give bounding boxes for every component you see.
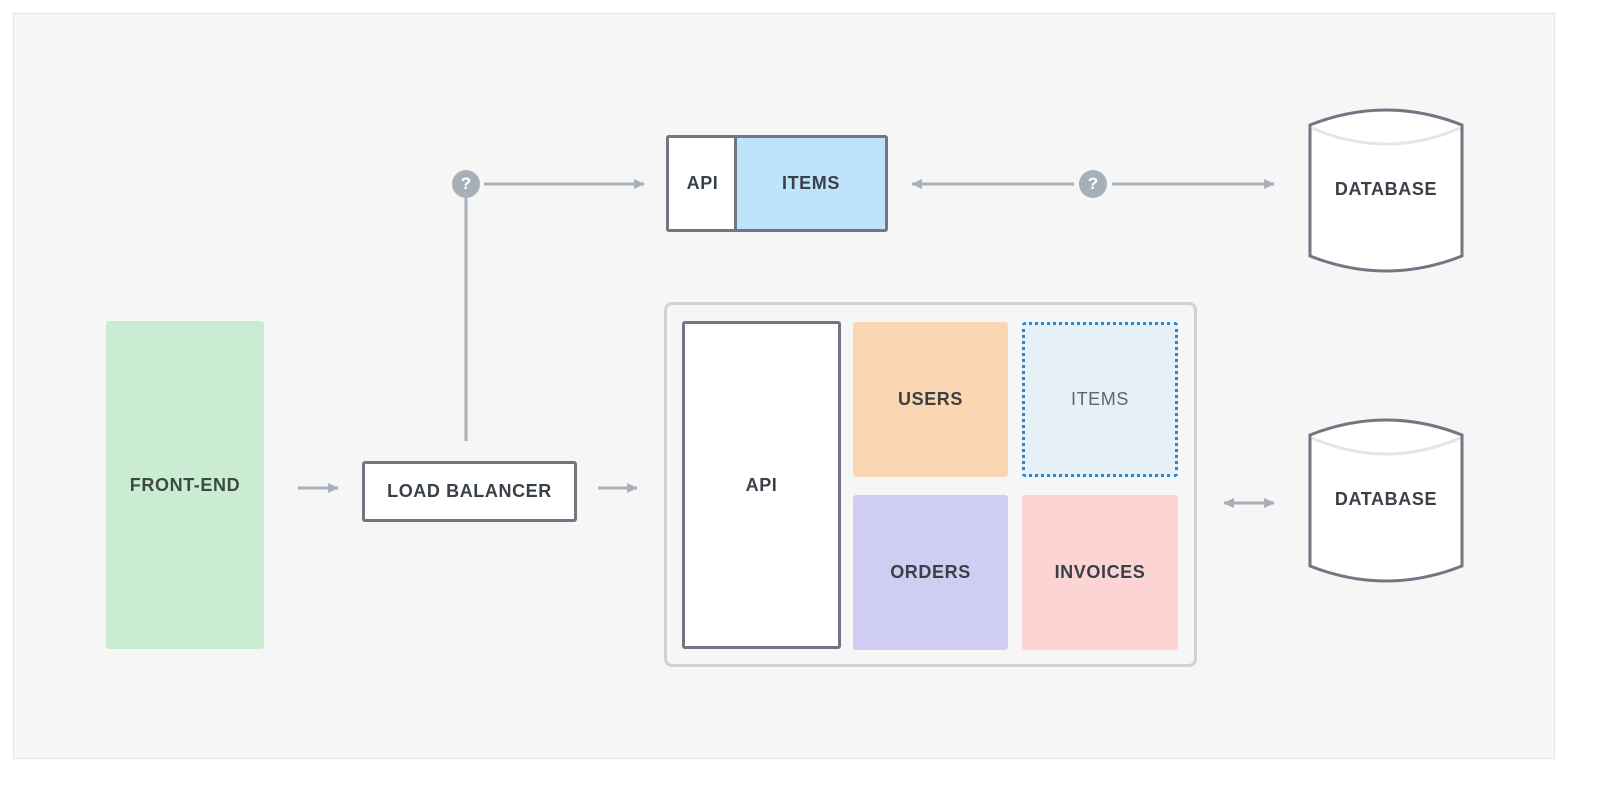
frontend-node: FRONT-END: [106, 321, 264, 649]
question-mark-icon-left: ?: [452, 170, 480, 198]
load-balancer-node: LOAD BALANCER: [362, 461, 577, 522]
frontend-label: FRONT-END: [129, 474, 241, 495]
top-items-node: ITEMS: [734, 135, 888, 232]
database-bottom-label: DATABASE: [1334, 489, 1438, 509]
main-api-node: API: [682, 321, 841, 649]
orders-node: ORDERS: [853, 495, 1008, 650]
top-api-label: API: [686, 173, 719, 193]
items-dashed-label: ITEMS: [1070, 389, 1129, 409]
database-top-label: DATABASE: [1334, 179, 1438, 199]
top-items-label: ITEMS: [781, 173, 840, 193]
users-label: USERS: [897, 389, 963, 409]
top-api-node: API: [666, 135, 736, 232]
main-api-label: API: [745, 474, 778, 495]
database-top-cylinder: [1308, 108, 1464, 273]
invoices-label: INVOICES: [1054, 562, 1146, 582]
users-node: USERS: [853, 322, 1008, 477]
question-mark-icon-right: ?: [1079, 170, 1107, 198]
items-dashed-node: ITEMS: [1022, 322, 1178, 477]
invoices-node: INVOICES: [1022, 495, 1178, 650]
orders-label: ORDERS: [890, 562, 971, 582]
database-bottom-cylinder: [1308, 418, 1464, 583]
load-balancer-label: LOAD BALANCER: [387, 481, 552, 501]
